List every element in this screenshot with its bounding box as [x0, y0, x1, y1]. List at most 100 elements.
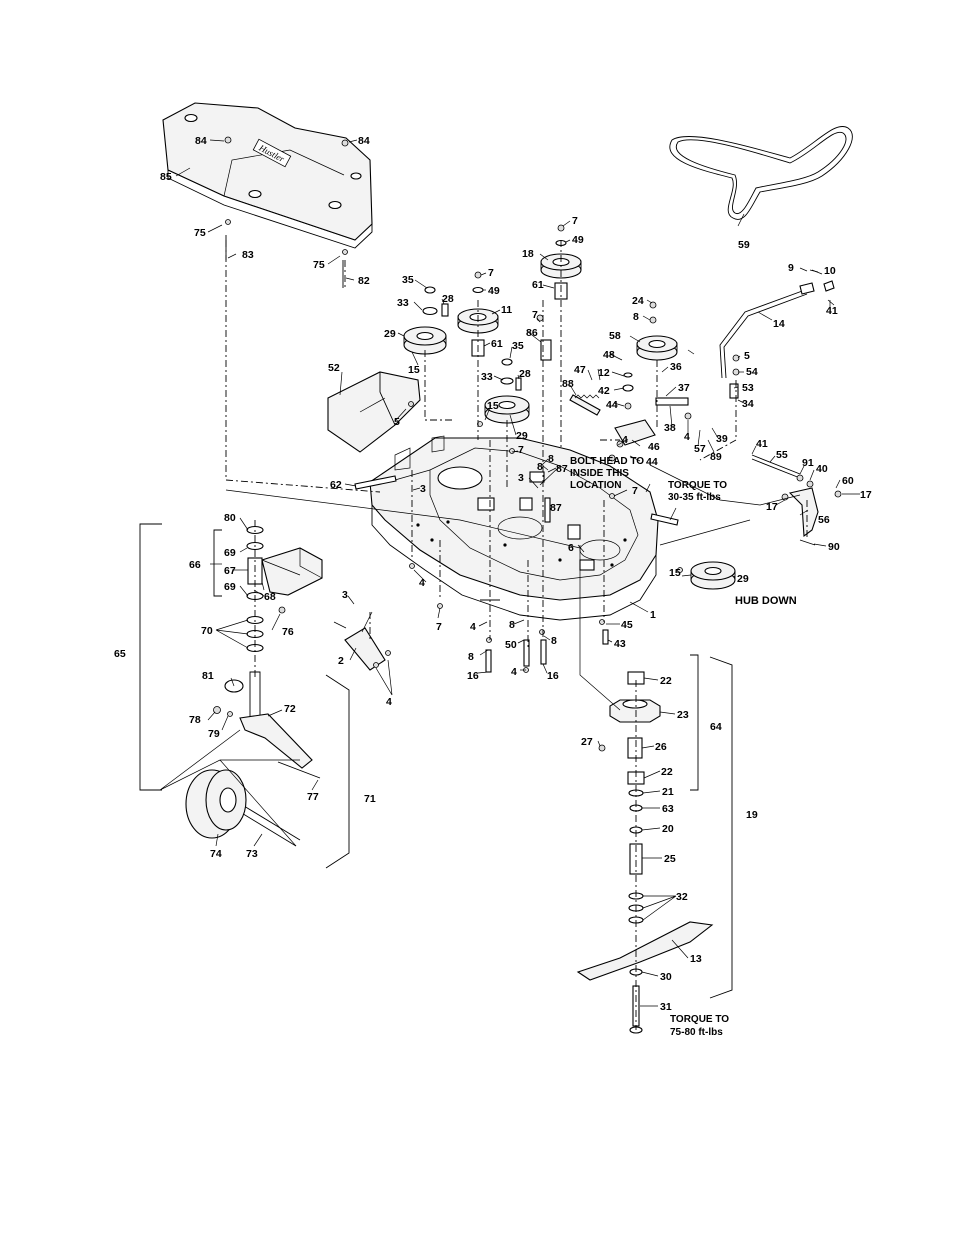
callout: 4 — [386, 696, 392, 708]
callout: 2 — [338, 655, 344, 667]
callout: 35 — [402, 274, 414, 286]
callout: 47 — [574, 364, 586, 376]
brace-19 — [709, 656, 733, 999]
callout: 57 — [694, 443, 706, 455]
callout: 85 — [160, 171, 172, 183]
callout: 61 — [532, 279, 544, 291]
callout: 10 — [824, 265, 836, 277]
callout: 28 — [442, 293, 454, 305]
callout: 87 — [550, 502, 562, 514]
callout: 56 — [818, 514, 830, 526]
callout: 19 — [746, 809, 758, 821]
callout: 17 — [766, 501, 778, 513]
callout: 33 — [397, 297, 409, 309]
callout: 50 — [505, 639, 517, 651]
callout: 36 — [670, 361, 682, 373]
callout: 91 — [802, 457, 814, 469]
note-bolt-head-line2: INSIDE THIS — [570, 468, 629, 479]
belt-shield — [327, 371, 421, 453]
callout: 23 — [677, 709, 689, 721]
callout: 33 — [481, 371, 493, 383]
callout: 43 — [614, 638, 626, 650]
callout: 8 — [468, 651, 474, 663]
callout: 29 — [516, 430, 528, 442]
callout: 21 — [662, 786, 674, 798]
callout: 68 — [264, 591, 276, 603]
callout: 8 — [537, 461, 543, 473]
callout: 78 — [189, 714, 201, 726]
callout: 42 — [598, 385, 610, 397]
callout: 41 — [826, 305, 838, 317]
callout: 3 — [420, 483, 426, 495]
pulley-29-center — [484, 395, 530, 424]
callout: 82 — [358, 275, 370, 287]
callout: 8 — [548, 453, 554, 465]
callout: 58 — [609, 330, 621, 342]
callout: 7 — [518, 444, 524, 456]
callout: 3 — [518, 472, 524, 484]
callout: 61 — [491, 338, 503, 350]
callout: 4 — [511, 666, 517, 678]
callout: 4 — [470, 621, 476, 633]
callout: 66 — [189, 559, 201, 571]
callout: 27 — [581, 736, 593, 748]
callout: 29 — [737, 573, 749, 585]
callout: 18 — [522, 248, 534, 260]
deck-shell — [369, 435, 659, 621]
deck-cover: Hustler — [162, 102, 373, 249]
notes: BOLT HEAD TO INSIDE THIS LOCATION TORQUE… — [570, 456, 797, 1038]
callout: 63 — [662, 803, 674, 815]
callout: 28 — [519, 368, 531, 380]
callout: 79 — [208, 728, 220, 740]
callout: 3 — [342, 589, 348, 601]
idler-arm-rod — [719, 269, 835, 379]
callout: 5 — [394, 416, 400, 428]
callout: 67 — [224, 565, 236, 577]
callout: 74 — [210, 848, 222, 860]
small-hardware — [422, 224, 740, 462]
note-torque-bottom-line2: 75-80 ft-lbs — [670, 1027, 723, 1038]
callout: 49 — [572, 234, 584, 246]
note-bolt-head-line3: LOCATION — [570, 480, 621, 491]
callout: 59 — [738, 239, 750, 251]
callout: 7 — [572, 215, 578, 227]
callout: 30 — [660, 971, 672, 983]
pulley-29-left — [403, 326, 447, 355]
callout: 22 — [660, 675, 672, 687]
callout: 15 — [408, 364, 420, 376]
callout: 55 — [776, 449, 788, 461]
deck-bolts — [224, 136, 683, 673]
leader-lines — [159, 139, 860, 1007]
callout: 69 — [224, 581, 236, 593]
callout: 15 — [669, 567, 681, 579]
callout: 34 — [742, 398, 754, 410]
callout: 72 — [284, 703, 296, 715]
callout: 1 — [650, 609, 656, 621]
callout: 31 — [660, 1001, 672, 1013]
callout: 84 — [358, 135, 370, 147]
callout: 11 — [501, 304, 512, 316]
callout: 24 — [632, 295, 644, 307]
callout: 38 — [664, 422, 676, 434]
callout: 7 — [488, 267, 494, 279]
callout: 8 — [633, 311, 639, 323]
callout: 73 — [246, 848, 258, 860]
note-torque-top-line1: TORQUE TO — [668, 480, 727, 491]
callout: 84 — [195, 135, 207, 147]
center-lines — [225, 240, 808, 1030]
callout: 69 — [224, 547, 236, 559]
callout: 20 — [662, 823, 674, 835]
brace-71 — [325, 674, 350, 869]
drive-belt — [669, 126, 853, 220]
pulley-11 — [457, 308, 499, 334]
pulley-29-hub-down — [690, 561, 736, 590]
callout: 22 — [661, 766, 673, 778]
callout: 15 — [487, 400, 499, 412]
pulley-58 — [636, 335, 678, 361]
callout: 8 — [509, 619, 515, 631]
callout: 4 — [684, 431, 690, 443]
brace-66 — [213, 529, 222, 597]
callout: 32 — [676, 891, 688, 903]
callout: 41 — [756, 438, 768, 450]
callout: 40 — [816, 463, 828, 475]
